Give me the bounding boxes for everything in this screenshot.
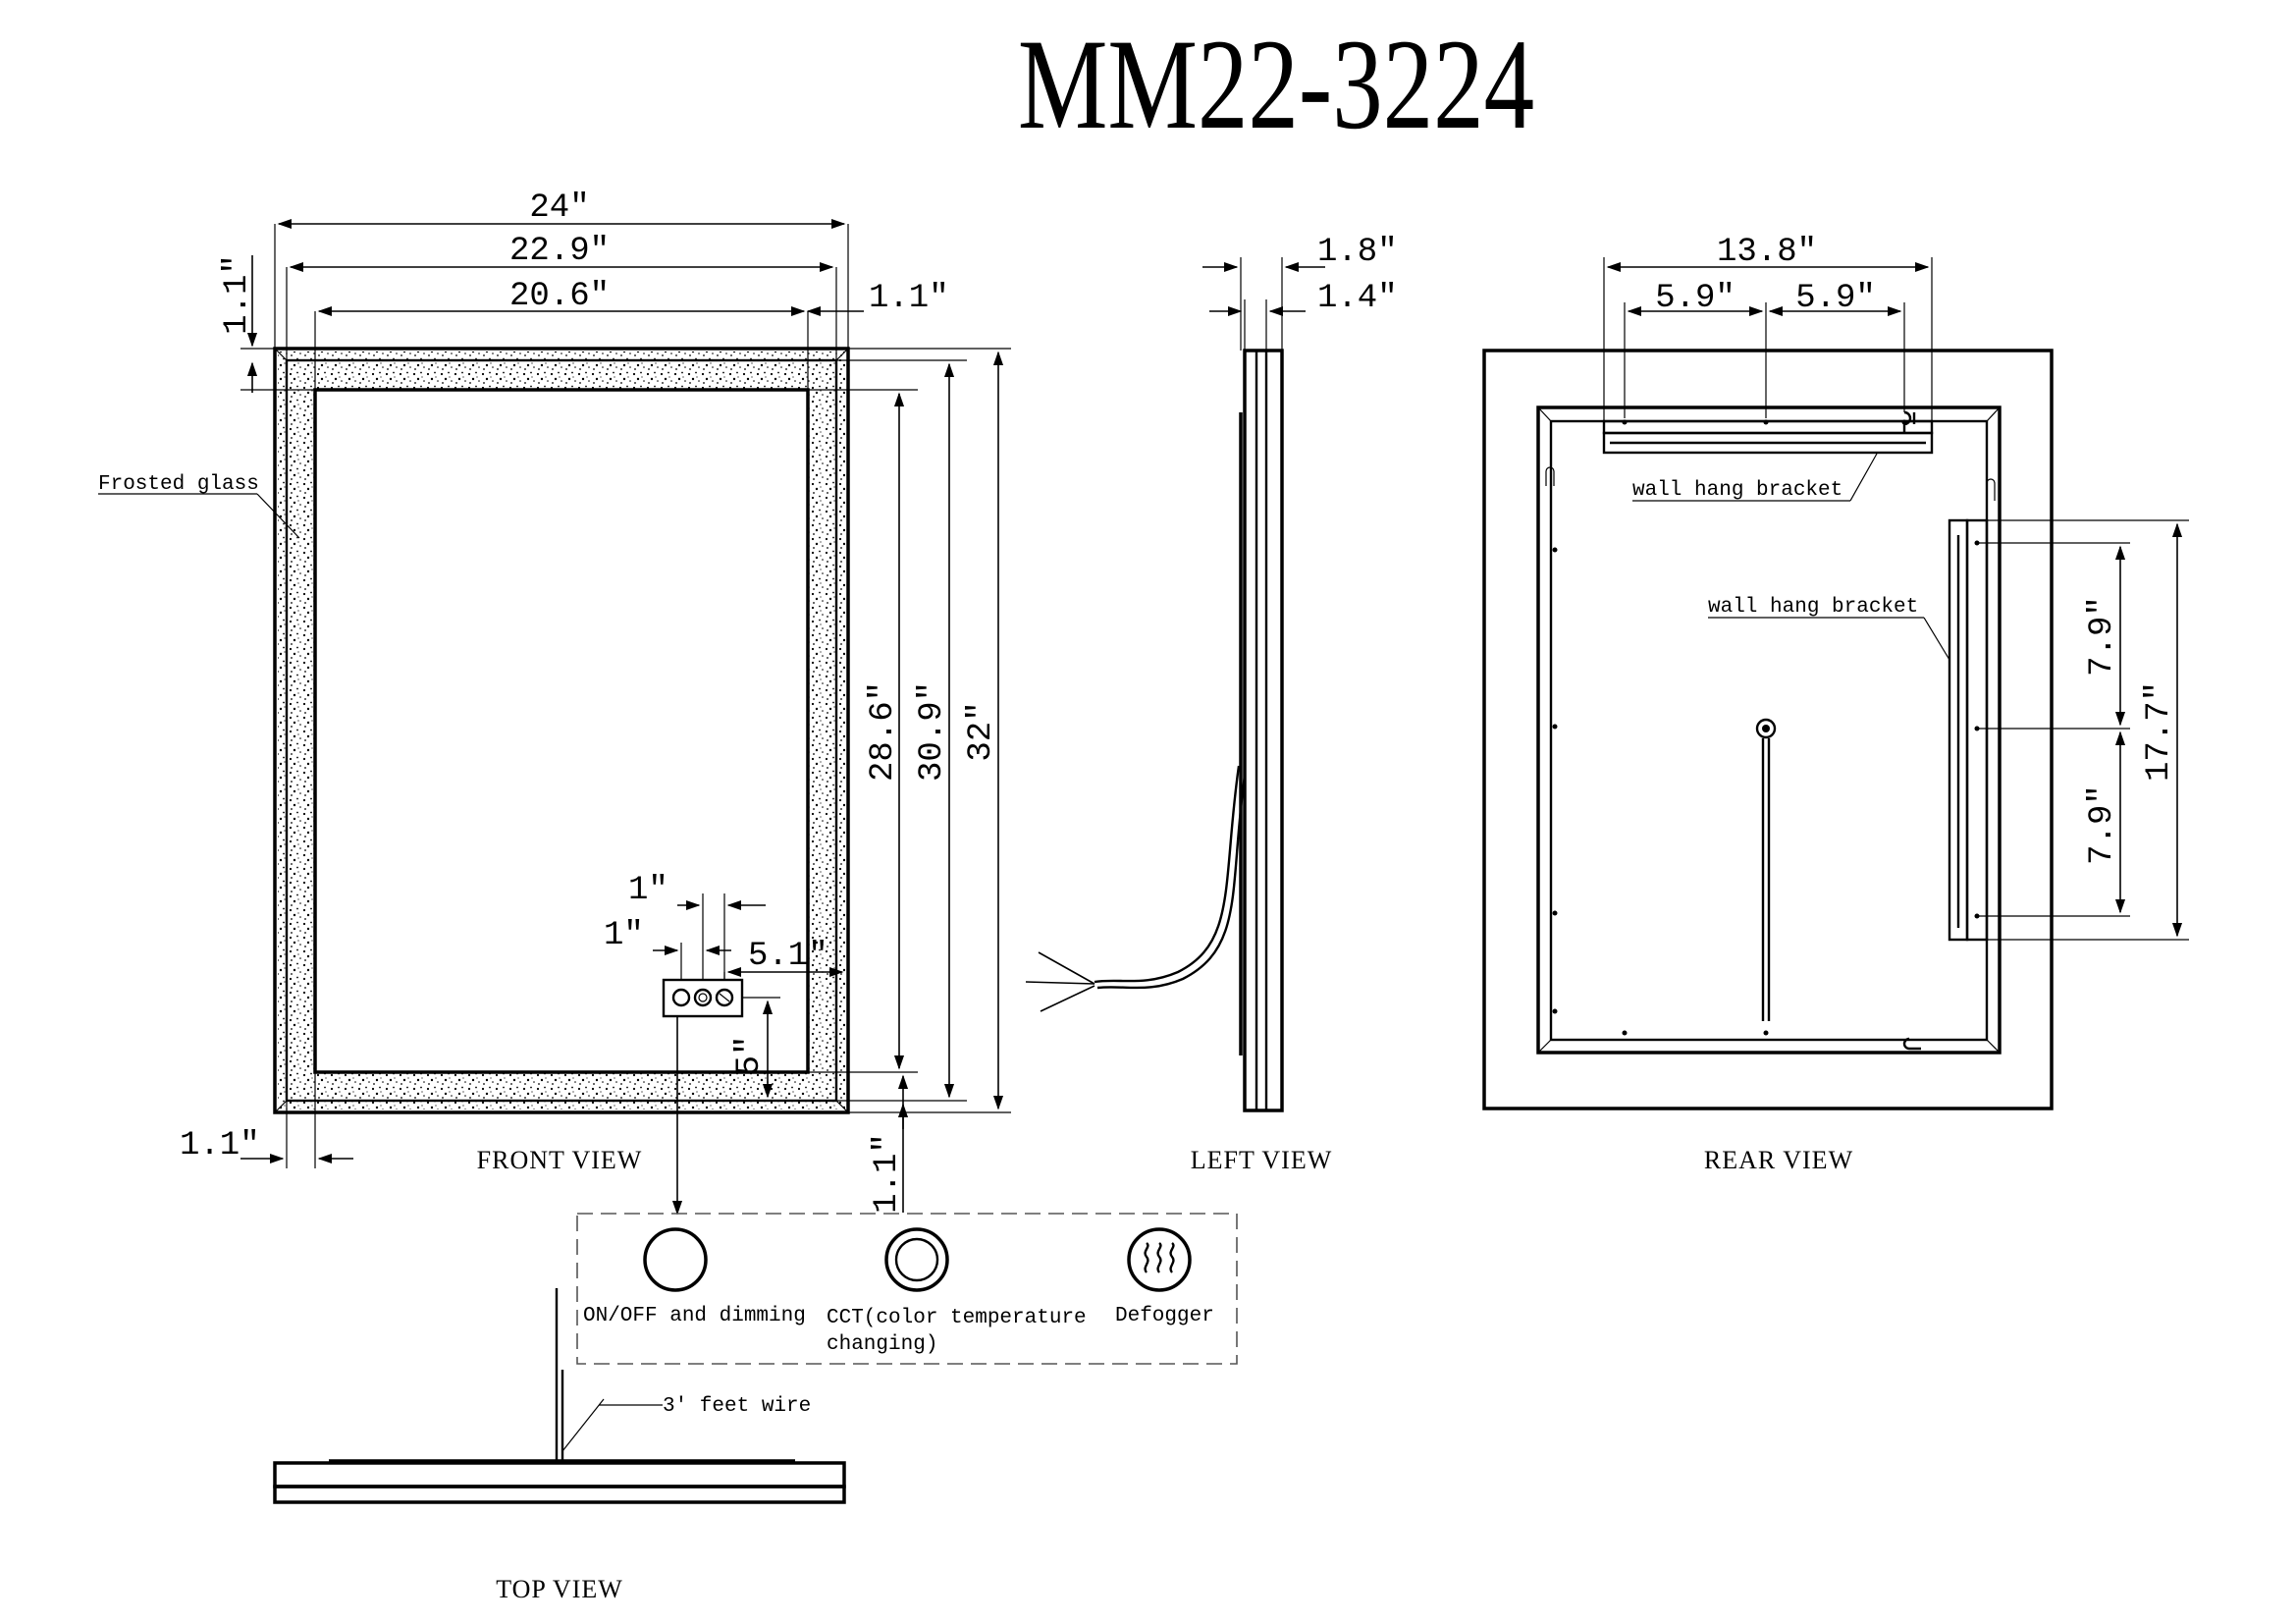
drawing-title: MM22-3224 (1018, 13, 1534, 156)
power-wire (1094, 765, 1241, 984)
dim-24: 24″ (529, 189, 589, 227)
rear-view: 13.8″ 5.9″ 5.9″ 7.9″ 7.9″ 17.7″ wall han… (1482, 234, 2189, 1174)
switch-power-icon (671, 988, 691, 1007)
label-rear-view: REAR VIEW (1704, 1146, 1853, 1174)
label-left-view: LEFT VIEW (1191, 1146, 1333, 1174)
dim-22-9: 22.9″ (509, 233, 610, 270)
dim-frame-bottom: 1.1″ (869, 1133, 906, 1214)
control-label-cct-line2: changing) (827, 1333, 937, 1356)
switch-cct-icon (693, 988, 713, 1007)
label-wall-hang-bracket-side: wall hang bracket (1708, 596, 1918, 619)
dim-switch-from-right: 5.1″ (748, 938, 828, 975)
label-front-view: FRONT VIEW (477, 1146, 643, 1174)
dim-28-6: 28.6″ (865, 681, 902, 782)
dim-30-9: 30.9″ (914, 681, 951, 782)
dim-side-hole-lower: 7.9″ (2084, 784, 2121, 865)
dim-depth-inner: 1.4″ (1317, 280, 1398, 317)
dim-frame-left: 1.1″ (180, 1127, 260, 1164)
dim-switch-from-bottom: 5″ (731, 1036, 769, 1076)
dim-button-spacing-1: 1″ (628, 872, 668, 909)
dim-frame-right: 1.1″ (869, 280, 949, 317)
dim-hole-spacing-right: 5.9″ (1795, 280, 1876, 317)
label-wire: 3′ feet wire (663, 1395, 811, 1418)
dim-side-bracket-length: 17.7″ (2141, 681, 2178, 782)
control-label-defogger: Defogger (1115, 1305, 1214, 1327)
control-label-cct: CCT(color temperature (827, 1307, 1087, 1329)
dim-button-spacing-2: 1″ (604, 917, 644, 954)
rear-wire-entry (1755, 718, 1777, 739)
dim-side-hole-upper: 7.9″ (2084, 596, 2121, 676)
label-wall-hang-bracket-top: wall hang bracket (1632, 479, 1842, 502)
cct-icon (884, 1227, 949, 1292)
label-top-view: TOP VIEW (496, 1575, 623, 1603)
dim-depth-total: 1.8″ (1317, 234, 1398, 271)
dim-20-6: 20.6″ (509, 278, 610, 315)
top-view: 3′ feet wire TOP VIEW (273, 1288, 846, 1603)
left-view: 1.8″ 1.4″ LEFT VIEW (1025, 234, 1398, 1174)
switch-defogger-icon (715, 988, 734, 1007)
touch-switch-panel (662, 978, 744, 1018)
label-frosted-glass: Frosted glass (98, 473, 259, 496)
defogger-icon (1127, 1227, 1192, 1292)
dim-frame-top: 1.1″ (219, 254, 256, 335)
dim-hole-spacing-left: 5.9″ (1655, 280, 1735, 317)
front-view: 24″ 22.9″ 20.6″ 1.1″ 1.1″ 28.6″ 30.9″ 32… (98, 189, 1011, 1216)
control-detail-box: ON/OFF and dimming CCT(color temperature… (576, 1213, 1238, 1365)
control-label-power: ON/OFF and dimming (583, 1305, 806, 1327)
frosted-glass-band (278, 352, 845, 1109)
dim-32: 32″ (963, 701, 1000, 761)
dim-bracket-width: 13.8″ (1717, 234, 1817, 271)
power-dimming-icon (643, 1227, 708, 1292)
